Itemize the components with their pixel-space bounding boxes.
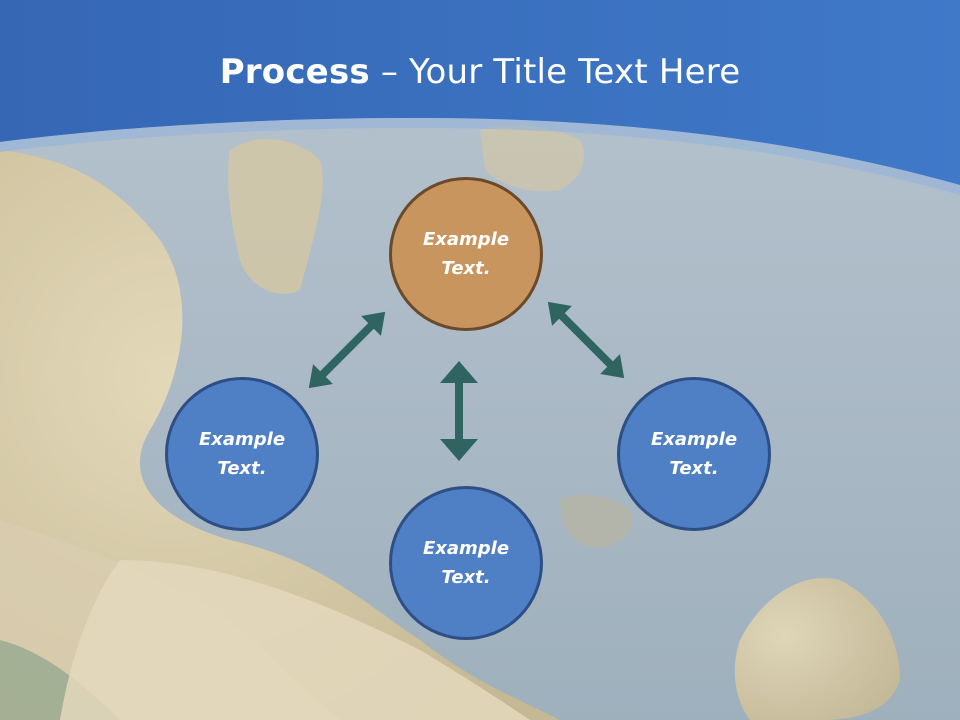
title-rest-part: – Your Title Text Here: [369, 52, 741, 92]
process-node-right: Example Text.: [617, 377, 771, 531]
process-node-left: Example Text.: [165, 377, 319, 531]
node-bottom-label: Example Text.: [422, 538, 510, 588]
node-left-label: Example Text.: [198, 429, 286, 479]
slide-title: Process – Your Title Text Here: [0, 52, 960, 92]
node-right-label: Example Text.: [650, 429, 738, 479]
title-bold-part: Process: [219, 52, 370, 92]
node-top-label: Example Text.: [422, 229, 510, 279]
process-node-top: Example Text.: [389, 177, 543, 331]
process-node-bottom: Example Text.: [389, 486, 543, 640]
